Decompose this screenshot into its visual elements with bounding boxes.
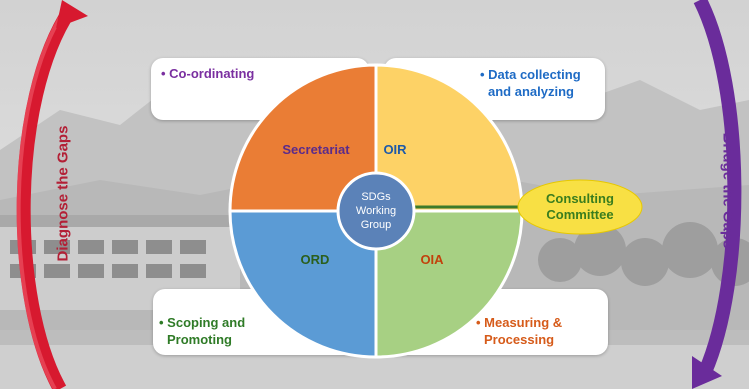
consulting-line-2: Committee	[546, 207, 614, 222]
consulting-ellipse	[517, 179, 643, 235]
oia-segment	[374, 209, 524, 359]
measuring-text-line1: • Measuring &	[476, 315, 563, 330]
scoping-text-line2: Promoting	[167, 332, 232, 347]
center-line-1: SDGs	[361, 191, 391, 203]
diagnose-arrowhead-icon	[56, 0, 88, 28]
ord-segment	[228, 209, 378, 359]
measuring-text-line2: Processing	[484, 332, 555, 347]
diagnose-the-gaps-label: Diagnose the Gaps	[54, 125, 72, 262]
secretariat-label: Secretariat	[282, 142, 350, 157]
bridge-the-gaps-label: Bridge the Gaps	[719, 132, 737, 249]
consulting-committee-label: Consulting Committee	[521, 183, 639, 231]
center-circle	[336, 171, 416, 251]
data-collecting-text-line2: and analyzing	[488, 84, 574, 99]
ord-label: ORD	[300, 252, 330, 267]
secretariat-segment	[228, 63, 378, 213]
coordinating-text: • Co-ordinating	[161, 66, 255, 81]
center-line-2: Working	[355, 205, 397, 217]
oir-segment	[374, 63, 524, 213]
oia-label: OIA	[420, 252, 444, 267]
scoping-text-line1: • Scoping and	[159, 315, 246, 330]
bridge-arrowhead-icon	[692, 356, 722, 389]
consulting-line-1: Consulting	[546, 191, 614, 206]
data-collecting-text-line1: • Data collecting	[480, 67, 581, 82]
oir-label: OIR	[383, 142, 407, 157]
sdgs-working-group-label: SDGs Working Group	[339, 179, 413, 243]
center-line-3: Group	[360, 219, 392, 231]
